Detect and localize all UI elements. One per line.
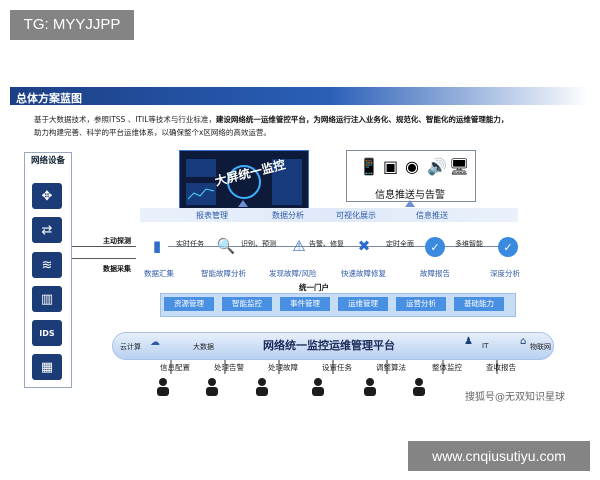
collect-arrow bbox=[72, 258, 136, 259]
bar-chart-icon: ▮ bbox=[152, 237, 162, 255]
up-arrow-left bbox=[238, 200, 248, 207]
speaker-icon: 🔊 bbox=[427, 157, 447, 176]
network-device-title: 网络设备 bbox=[30, 156, 65, 166]
link-scheduled: 定时全面 bbox=[386, 240, 414, 248]
description-line1-bold: 建设网络统一运维管控平台，为网络运行注入业务化、规范化、智能化的运维管理能力， bbox=[215, 115, 509, 124]
magnifier-icon: 🔍 bbox=[216, 237, 236, 255]
module-monitor: 智能监控 bbox=[222, 297, 272, 311]
module-base: 基础能力 bbox=[454, 297, 504, 311]
phone-icon: 📱 bbox=[359, 157, 379, 176]
wifi-icon: ≋ bbox=[32, 252, 62, 278]
person-it-icon: ♟ bbox=[464, 336, 473, 347]
role-config: 信息配置 bbox=[160, 363, 190, 372]
description-line2: 助力构建完善、科学的平台运维体系，以确保整个x区网络的高效运营。 bbox=[34, 128, 271, 137]
computer-icon: 🖥 bbox=[449, 157, 470, 176]
person-icon bbox=[256, 378, 268, 396]
person-icon bbox=[157, 378, 169, 396]
portal-title: 统一门户 bbox=[299, 283, 329, 292]
step-fault-report: 故障报告 bbox=[420, 269, 450, 278]
iot-icon: ⌂ bbox=[520, 336, 527, 347]
platform-title: 网络统一监控运维管理平台 bbox=[263, 339, 395, 352]
module-resource: 资源管理 bbox=[164, 297, 214, 311]
firewall-icon: ▦ bbox=[32, 354, 62, 380]
crossroad-router-icon: ✥ bbox=[32, 183, 62, 209]
role-task: 设置任务 bbox=[322, 363, 352, 372]
switch-icon: ⇄ bbox=[32, 217, 62, 243]
role-algo: 调整算法 bbox=[376, 363, 406, 372]
section-title-bar: 总体方案蓝图 bbox=[10, 87, 590, 105]
platform-cloud: 云计算 bbox=[120, 343, 141, 351]
band-push: 信息推送 bbox=[416, 211, 448, 220]
watermark-bottom: www.cnqiusutiyu.com bbox=[408, 441, 590, 471]
step-data-collect: 数据汇集 bbox=[144, 269, 174, 278]
person-icon bbox=[206, 378, 218, 396]
info-push-title: 信息推送与告警 bbox=[375, 190, 445, 201]
platform-iot: 物联网 bbox=[530, 343, 551, 351]
link-alarm: 告警、修复 bbox=[309, 240, 344, 248]
report-check-icon: ✓ bbox=[425, 237, 445, 257]
link-realtime: 实时任务 bbox=[176, 240, 204, 248]
platform-bar bbox=[112, 332, 554, 360]
person-icon bbox=[364, 378, 376, 396]
app-icon: ▣ bbox=[383, 157, 399, 176]
watermark-top: TG: MYYJJPP bbox=[10, 10, 134, 40]
data-collect-label: 数据采集 bbox=[103, 265, 131, 273]
wrench-icon: ✖ bbox=[357, 237, 371, 255]
step-smart-analysis: 智能故障分析 bbox=[201, 269, 246, 278]
active-probe-label: 主动探测 bbox=[103, 237, 131, 245]
link-identify: 识别、预测 bbox=[241, 240, 276, 248]
role-overall: 整体监控 bbox=[432, 363, 462, 372]
platform-bigdata: 大数据 bbox=[193, 343, 214, 351]
weibo-icon: ◉ bbox=[405, 157, 419, 176]
band-visual: 可视化展示 bbox=[336, 211, 376, 220]
deep-check-icon: ✓ bbox=[498, 237, 518, 257]
up-arrow-right bbox=[405, 200, 415, 207]
band-analysis: 数据分析 bbox=[272, 211, 304, 220]
step-deep-analysis: 深度分析 bbox=[490, 269, 520, 278]
module-ops: 运维管理 bbox=[338, 297, 388, 311]
module-operation-analysis: 运营分析 bbox=[396, 297, 446, 311]
module-event: 事件管理 bbox=[280, 297, 330, 311]
probe-arrow bbox=[72, 246, 136, 247]
description-line1-plain: 基于大数据技术，参照ITSS 、ITIL等技术与行业标准， bbox=[34, 115, 216, 124]
person-icon bbox=[413, 378, 425, 396]
watermark-mid: 搜狐号@无双知识星球 bbox=[465, 392, 565, 403]
dashboard-preview bbox=[186, 159, 302, 205]
link-smart: 多维智能 bbox=[455, 240, 483, 248]
cloud-icon: ☁ bbox=[150, 337, 160, 348]
top-band bbox=[140, 208, 518, 222]
warning-icon: ⚠ bbox=[292, 237, 306, 255]
step-find-fault: 发现故障/风险 bbox=[269, 269, 317, 278]
step-quick-repair: 快速故障修复 bbox=[341, 269, 386, 278]
role-alarm: 处理告警 bbox=[214, 363, 244, 372]
section-title: 总体方案蓝图 bbox=[16, 92, 82, 105]
server-rack-icon: ▥ bbox=[32, 286, 62, 312]
person-icon bbox=[312, 378, 324, 396]
ids-icon: IDS bbox=[32, 320, 62, 346]
platform-it: IT bbox=[482, 342, 489, 350]
role-fault: 处理故障 bbox=[268, 363, 298, 372]
band-report: 报表管理 bbox=[196, 211, 228, 220]
flow-line bbox=[168, 246, 518, 247]
description: 基于大数据技术，参照ITSS 、ITIL等技术与行业标准，建设网络统一运维管控平… bbox=[34, 113, 582, 139]
info-push-panel: 📱 ▣ ◉ 🔊 🖥 bbox=[346, 150, 476, 202]
role-report: 查收报告 bbox=[486, 363, 516, 372]
